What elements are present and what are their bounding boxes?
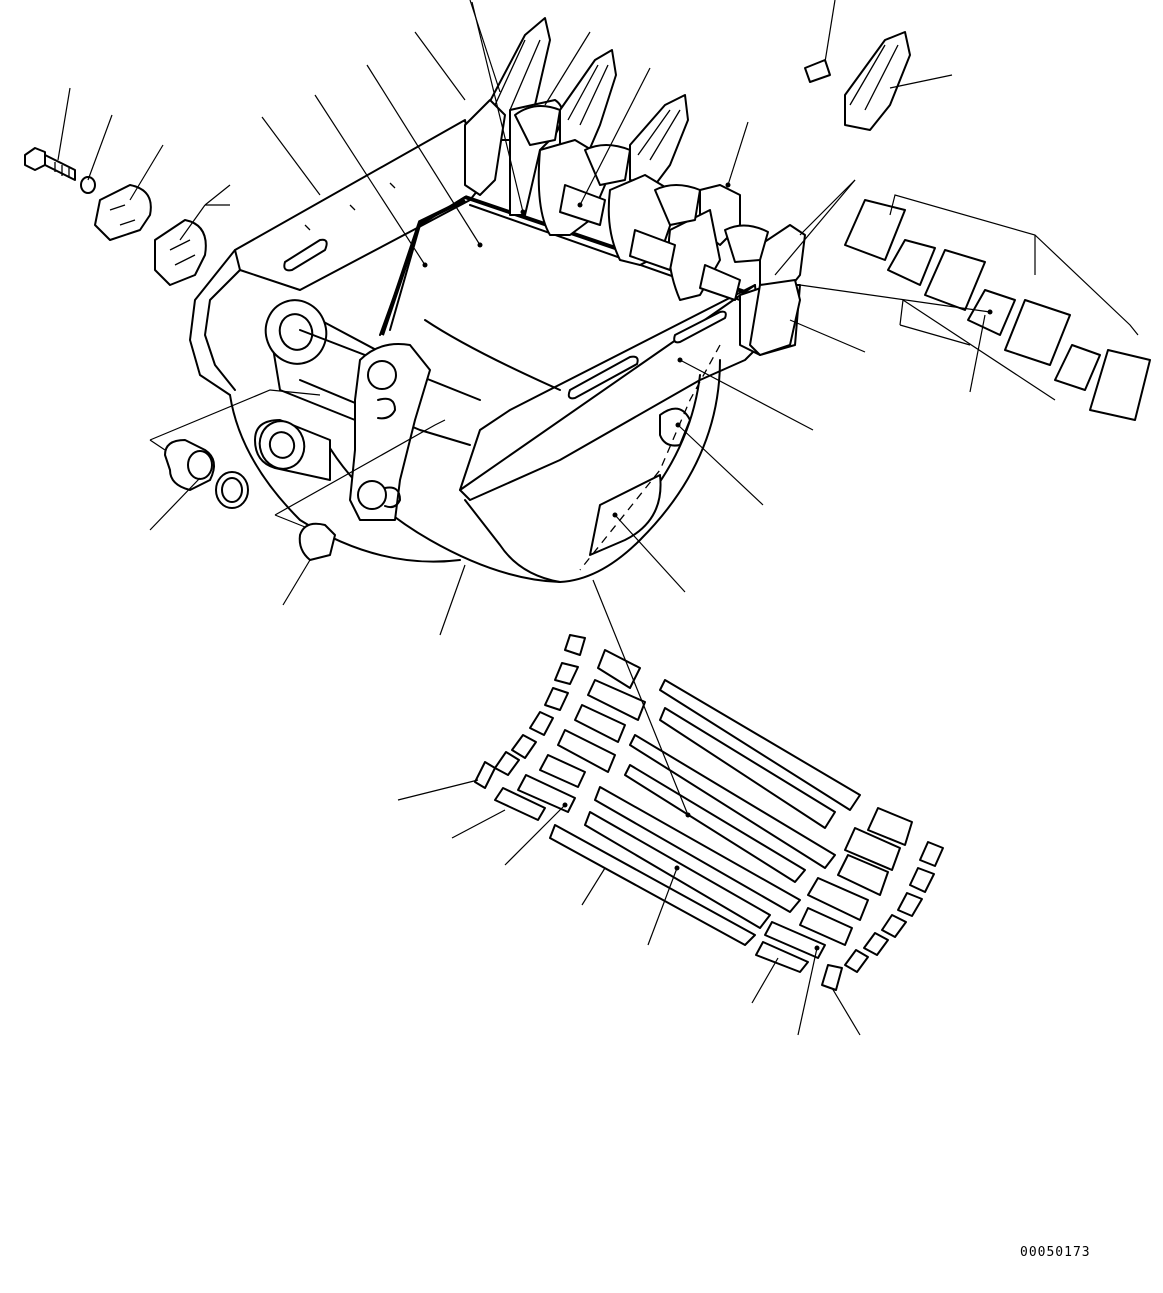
leader-lines bbox=[57, 0, 1139, 1036]
wear-plates-bottom bbox=[474, 634, 944, 991]
left-hardware bbox=[24, 147, 336, 561]
bucket-body bbox=[189, 119, 761, 583]
spare-tooth bbox=[804, 31, 911, 131]
reference-dots bbox=[422, 182, 993, 951]
drawing-number: 00050173 bbox=[1020, 1245, 1091, 1260]
bucket-teeth bbox=[464, 17, 806, 356]
wear-plates-right bbox=[844, 199, 1151, 421]
side-cutter bbox=[749, 279, 801, 356]
